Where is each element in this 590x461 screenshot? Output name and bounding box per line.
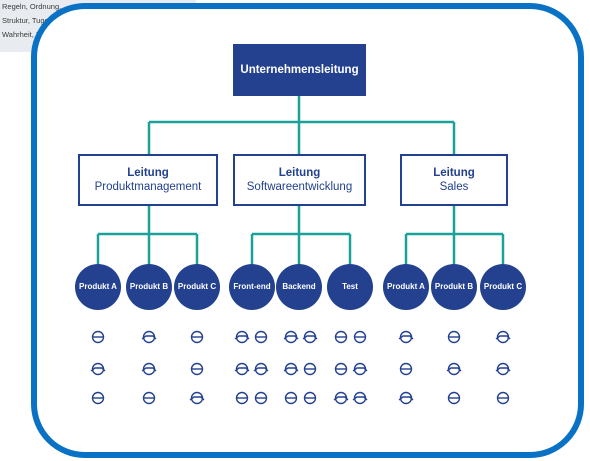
team-circle-backend: Backend	[276, 264, 322, 310]
person-icon-row-3	[91, 391, 510, 405]
manager-box-produktmanagement: Leitung Produktmanagement	[78, 154, 218, 206]
manager-title: Leitung	[433, 167, 475, 179]
slide-text-line-1: Regeln, Ordnung,	[2, 2, 62, 11]
manager-subtitle: Sales	[439, 181, 469, 193]
person-icon-row-2	[90, 362, 511, 376]
manager-title: Leitung	[127, 167, 169, 179]
slide-text-line-3: Wahrheit, Ziel	[2, 30, 48, 39]
manager-box-sales: Leitung Sales	[400, 154, 508, 206]
team-circle-test: Test	[327, 264, 373, 310]
manager-subtitle: Produktmanagement	[94, 181, 202, 193]
manager-box-softwareentwicklung: Leitung Softwareentwicklung	[233, 154, 366, 206]
slide-text-line-2: Struktur, Tugend,	[2, 16, 60, 25]
team-circle-produkt-c-2: Produkt C	[480, 264, 526, 310]
team-circle-produkt-c-1: Produkt C	[174, 264, 220, 310]
person-icon-row-1	[91, 330, 511, 344]
team-circle-produkt-b-1: Produkt B	[126, 264, 172, 310]
team-circle-produkt-a-2: Produkt A	[383, 264, 429, 310]
team-circle-frontend: Front-end	[229, 264, 275, 310]
manager-subtitle: Softwareentwicklung	[246, 181, 353, 193]
unternehmensleitung-box: Unternehmensleitung	[233, 44, 366, 96]
team-circle-produkt-b-2: Produkt B	[431, 264, 477, 310]
manager-title: Leitung	[278, 167, 321, 179]
team-circle-produkt-a-1: Produkt A	[75, 264, 121, 310]
